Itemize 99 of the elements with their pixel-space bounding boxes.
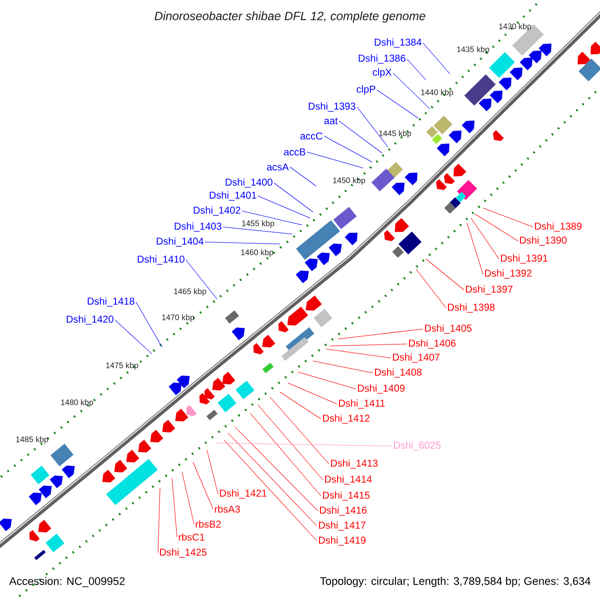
- leader-line: [422, 42, 450, 74]
- leader-line: [114, 320, 152, 354]
- leader-line: [206, 450, 218, 494]
- leader-line: [216, 442, 392, 446]
- gene-label: Dshi_1415: [323, 491, 370, 501]
- genome-info-text: Topology: circular; Length: 3,789,584 bp; Genes: 3,634: [320, 576, 590, 588]
- leader-line: [416, 268, 446, 308]
- leader-line: [204, 242, 280, 244]
- leader-line: [356, 106, 388, 148]
- leader-line: [258, 404, 324, 480]
- gene-label: Dshi_1421: [220, 489, 267, 499]
- leader-line: [258, 196, 310, 218]
- leader-line: [298, 372, 356, 390]
- leader-line: [466, 222, 484, 274]
- gene-label: Dshi_1400: [226, 178, 272, 188]
- leader-line: [192, 462, 214, 510]
- gene-label: Dshi_1384: [374, 38, 422, 48]
- leader-line: [338, 328, 424, 340]
- leader-line: [280, 392, 322, 420]
- leader-line: [228, 432, 318, 526]
- leader-line: [326, 348, 392, 358]
- leader-line: [172, 478, 178, 538]
- leader-line: [136, 302, 162, 348]
- tick-label: 1440 kbp: [421, 89, 454, 97]
- gene-label: Dshi_1408: [375, 368, 422, 378]
- gene-label: Dshi_1419: [319, 536, 366, 546]
- leader-line: [222, 226, 292, 234]
- leader-line: [330, 344, 408, 346]
- gene-label: Dshi_1391: [501, 254, 548, 264]
- tick-label: 1435 kbp: [457, 46, 490, 54]
- leader-line: [312, 360, 374, 374]
- leader-line: [474, 214, 518, 242]
- gene-label: Dshi_1389: [535, 222, 582, 232]
- gene-label: Dshi_1397: [466, 285, 512, 295]
- leader-line: [338, 120, 382, 154]
- gene-label: Dshi_1410: [138, 255, 184, 265]
- gene-label: Dshi_1418: [88, 297, 134, 307]
- gene-label: Dshi_6025: [394, 441, 441, 451]
- leader-line: [324, 136, 372, 162]
- gene-label: Dshi_1404: [156, 237, 204, 247]
- gene-label: Dshi_1406: [409, 339, 456, 349]
- gene-label: Dshi_1425: [160, 548, 207, 558]
- gene-label: rbsA3: [214, 505, 240, 513]
- leader-line: [242, 210, 302, 226]
- tick-label: 1465 kbp: [174, 288, 206, 296]
- leader-line: [376, 90, 418, 118]
- gene-label: Dshi_1403: [174, 222, 222, 232]
- leader-line: [250, 412, 322, 496]
- leader-line: [158, 488, 160, 554]
- gene-label: Dshi_1386: [358, 54, 406, 64]
- tick-label: 1445 kbp: [379, 130, 412, 138]
- gene-label: Dshi_1392: [485, 269, 532, 279]
- tick-label: 1455 kbp: [242, 220, 274, 228]
- tick-label: 1480 kbp: [61, 399, 94, 407]
- leader-line: [224, 440, 318, 542]
- gene-label: clpP: [356, 85, 376, 95]
- leader-line: [406, 58, 426, 80]
- gene-label: Dshi_1390: [520, 236, 567, 246]
- leader-line: [470, 218, 500, 260]
- gene-label: Dshi_1414: [325, 475, 372, 485]
- gene-label: Dshi_1398: [448, 303, 495, 313]
- gene-label: Dshi_1412: [323, 414, 370, 424]
- leader-line: [426, 258, 464, 290]
- leader-line: [182, 472, 194, 524]
- gene-label: Dshi_1409: [358, 384, 405, 394]
- leader-line: [306, 152, 364, 168]
- gene-label: rbsC1: [178, 533, 204, 541]
- title: Dinoroseobacter shibae DFL 12, complete genome: [154, 11, 426, 23]
- tick-label: 1430 kbp: [499, 23, 532, 31]
- gene-label: rbsB2: [196, 520, 221, 528]
- gene-label: Dshi_1402: [194, 206, 240, 216]
- tick-label: 1485 kbp: [16, 436, 48, 444]
- gene-label: Dshi_1405: [425, 324, 472, 334]
- leader-line: [234, 426, 318, 512]
- gene-label: Dshi_1420: [66, 315, 114, 325]
- tick-label: 1460 kbp: [241, 249, 274, 257]
- gene-label: Dshi_1413: [331, 459, 378, 469]
- leader-line: [290, 166, 316, 186]
- accession-text: Accession: NC_009952: [9, 576, 125, 588]
- gene-label: aat: [324, 118, 338, 124]
- leader-line: [274, 182, 314, 212]
- leader-line: [270, 396, 330, 464]
- gene-label: acsA: [267, 164, 289, 170]
- leader-line: [392, 72, 430, 110]
- gene-label: Dshi_1411: [339, 399, 385, 409]
- leader-line: [482, 208, 534, 228]
- tick-label: 1470 kbp: [162, 314, 194, 322]
- gene-label: Dshi_1416: [320, 506, 367, 516]
- leader-line: [288, 382, 338, 404]
- gene-label: Dshi_1407: [393, 353, 440, 363]
- gene-label: Dshi_1393: [308, 102, 356, 112]
- gene-label: clpX: [372, 68, 392, 78]
- tick-label: 1450 kbp: [333, 177, 366, 185]
- gene-label: Dshi_1401: [210, 191, 256, 201]
- gene-label: accC: [300, 132, 322, 140]
- gene-label: accB: [284, 148, 306, 156]
- gene-label: Dshi_1417: [319, 521, 366, 531]
- tick-label: 1475 kbp: [106, 362, 138, 370]
- leader-line: [186, 260, 218, 300]
